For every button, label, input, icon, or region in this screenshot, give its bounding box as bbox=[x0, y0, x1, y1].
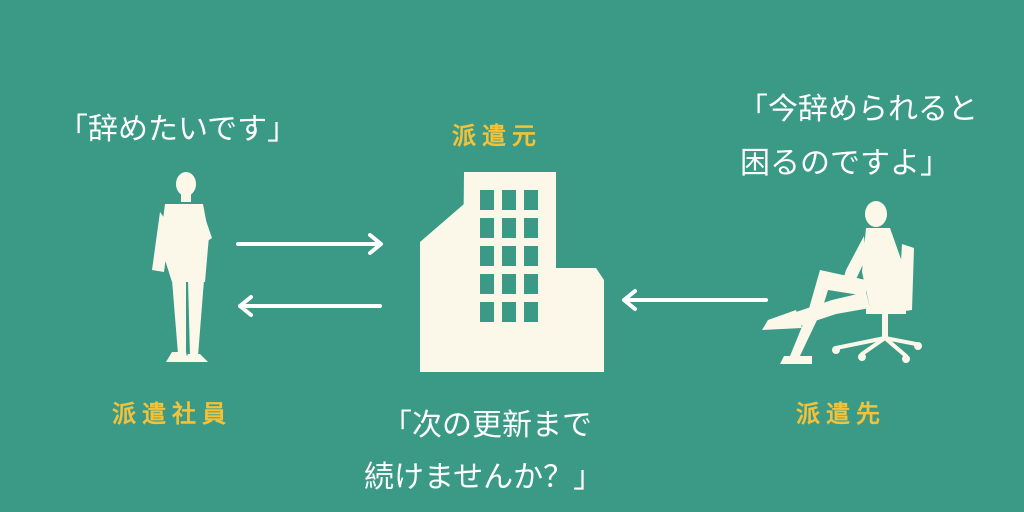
worker-speech: 「辞めたいです」 bbox=[58, 112, 298, 147]
arrow-left-icon bbox=[238, 295, 382, 317]
standing-man-icon bbox=[152, 172, 212, 362]
client-speech-line2: 困るのですよ」 bbox=[740, 146, 950, 181]
office-building-icon bbox=[420, 172, 604, 372]
agency-label: 派遣元 bbox=[452, 122, 542, 150]
worker-label: 派遣社員 bbox=[112, 400, 232, 428]
agency-speech-line1: 「次の更新まで bbox=[382, 408, 592, 443]
seated-man-icon bbox=[762, 201, 922, 364]
client-speech-line1: 「今辞められると bbox=[738, 92, 978, 127]
arrow-right-icon bbox=[236, 233, 383, 255]
arrow-left-icon bbox=[622, 289, 768, 311]
client-label: 派遣先 bbox=[796, 400, 886, 428]
agency-speech-line2: 続けませんか？」 bbox=[364, 460, 604, 495]
